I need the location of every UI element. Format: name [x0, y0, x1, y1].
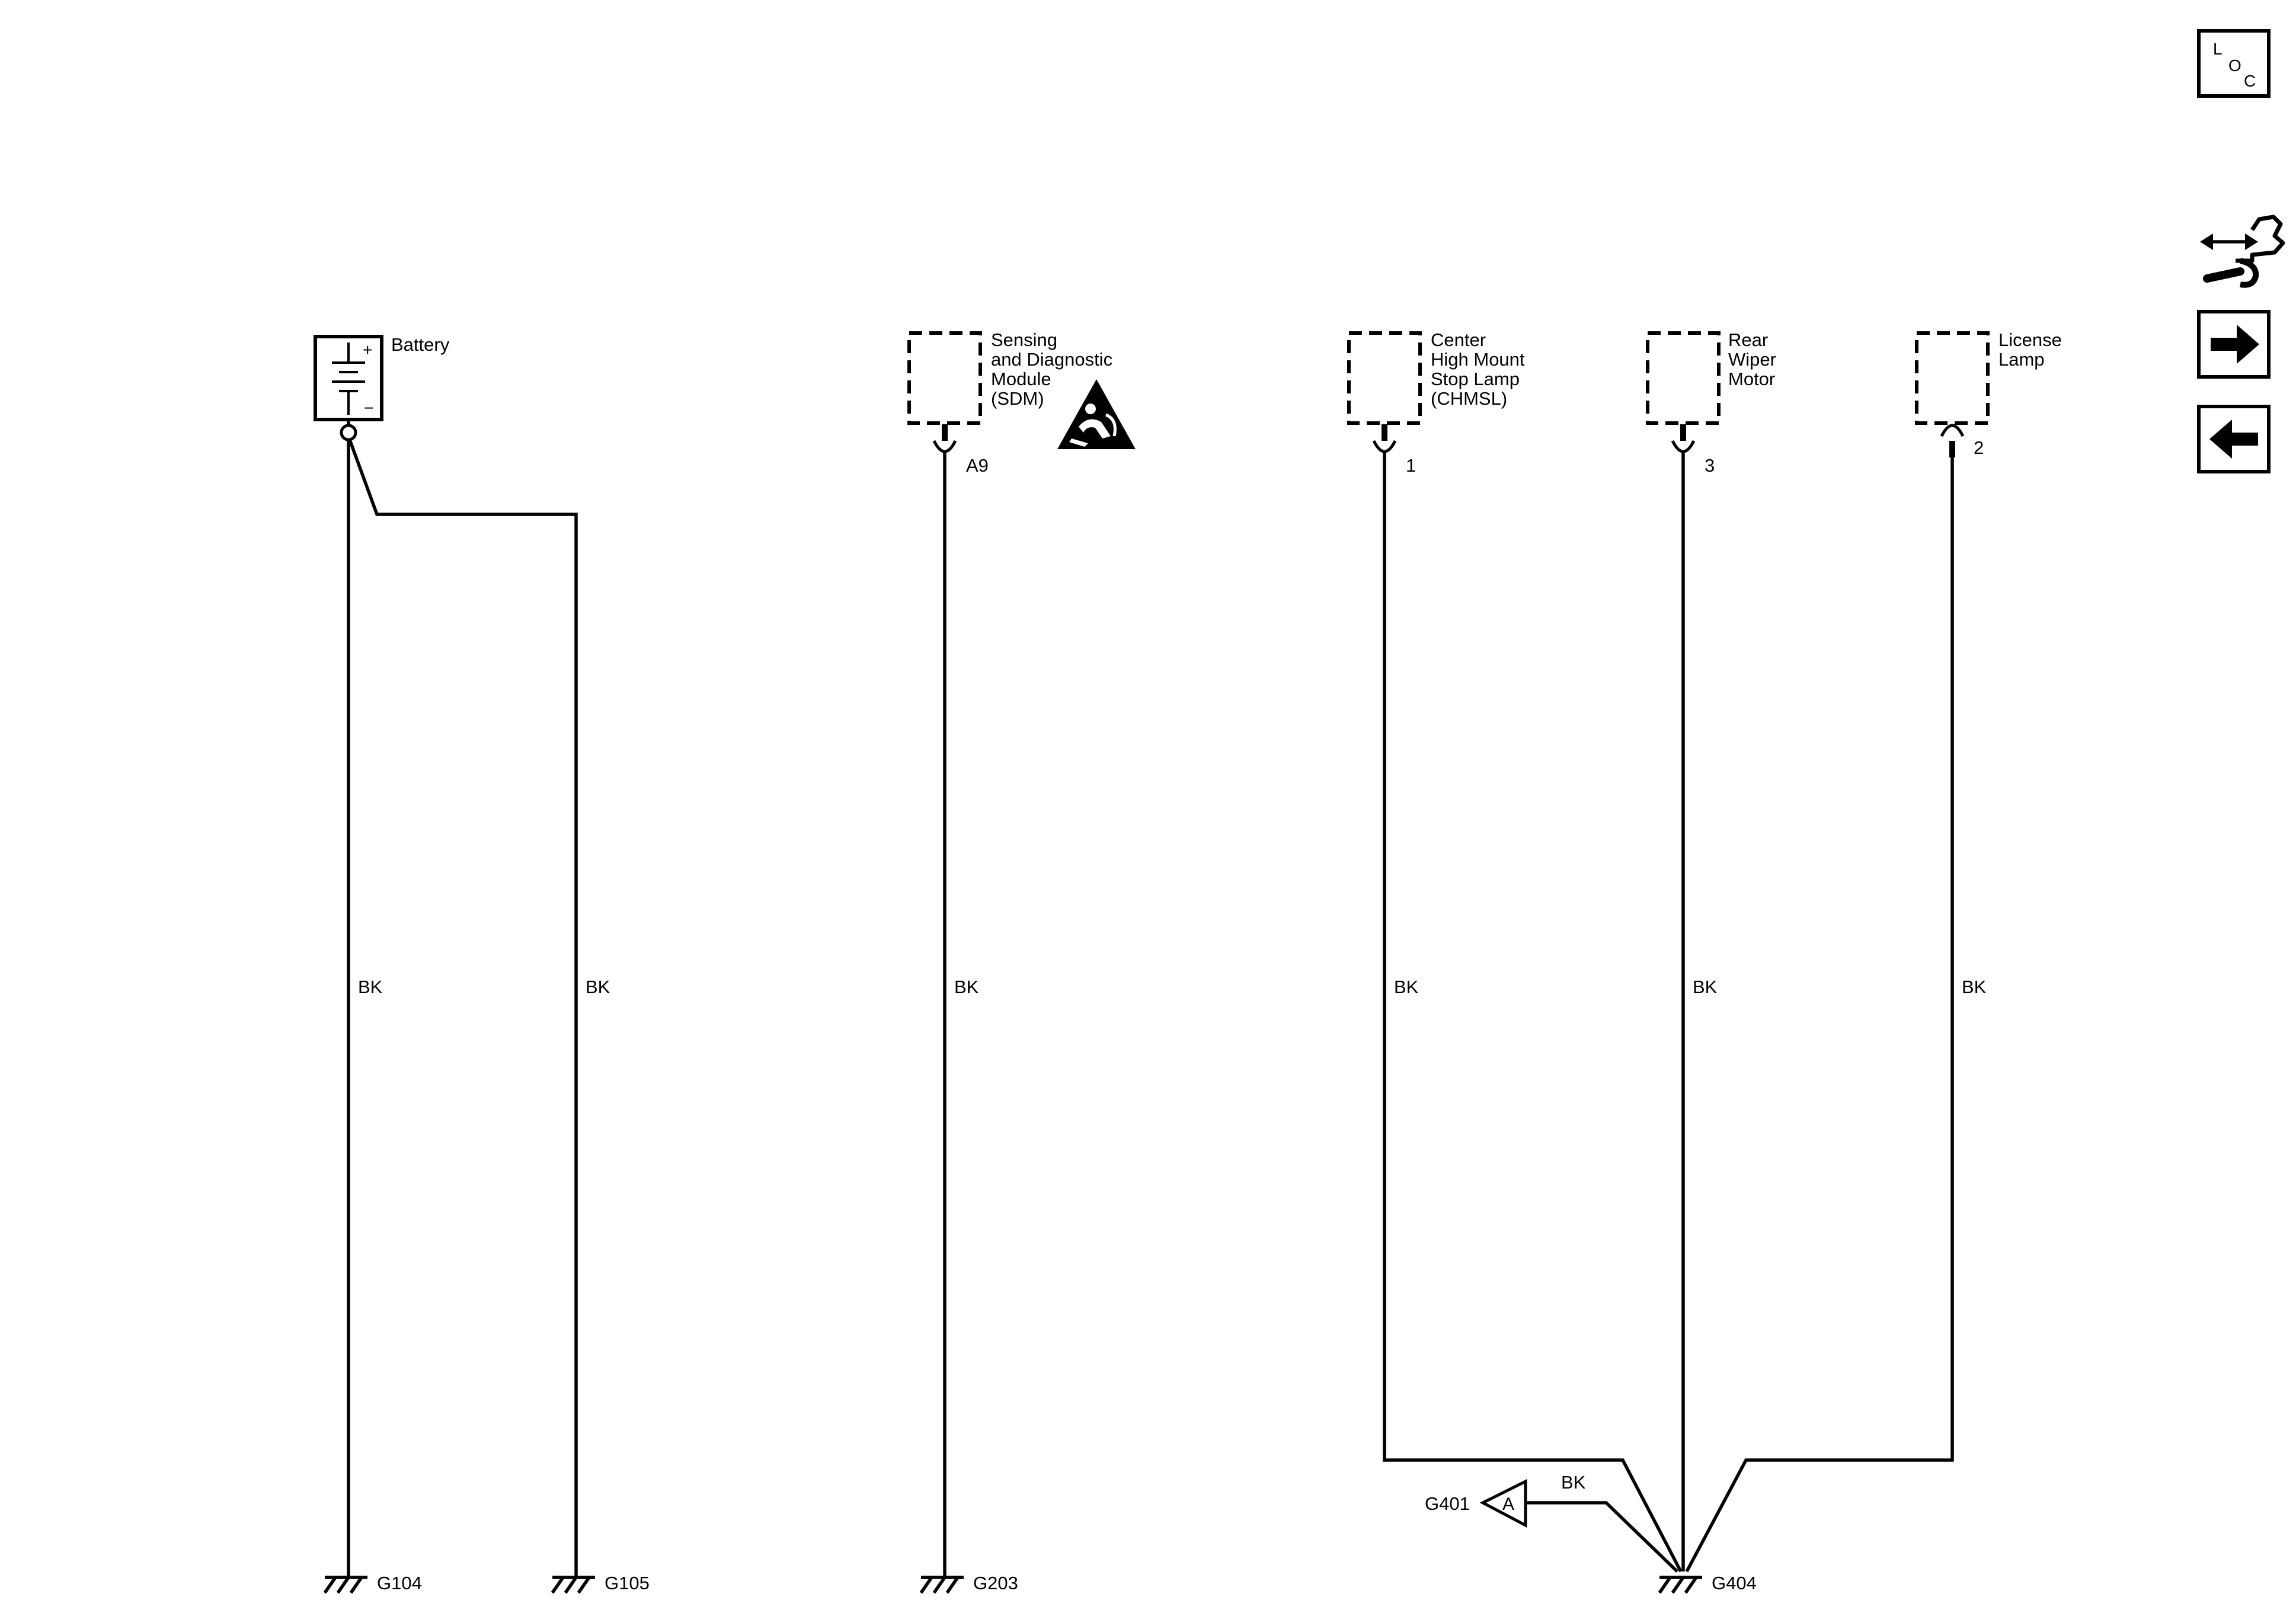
wire-color-label: BK	[1962, 977, 1987, 997]
sdm-label-line: Module	[991, 369, 1051, 389]
previous-page-button[interactable]	[2197, 405, 2271, 473]
chmsl-pin-connector	[1372, 424, 1397, 453]
next-page-button[interactable]	[2197, 310, 2271, 379]
license-lamp-label-line: Lamp	[1998, 349, 2045, 370]
loc-letter: C	[2244, 72, 2256, 90]
license-lamp-pin-label: 2	[1974, 437, 1984, 458]
chmsl-label-line: Stop Lamp	[1431, 369, 1520, 389]
loc-letter: O	[2228, 56, 2241, 75]
chmsl-label-line: High Mount	[1431, 349, 1525, 370]
sdm-component: Sensing and Diagnostic Module (SDM)	[907, 329, 1112, 425]
wire-battery-g105	[348, 439, 578, 1576]
loc-button[interactable]: L O C	[2197, 29, 2271, 98]
license-lamp-pin-connector	[1940, 424, 1965, 457]
ground-label-g401: G401	[1425, 1493, 1470, 1514]
ground-label-g404: G404	[1712, 1573, 1757, 1593]
battery-terminal	[340, 424, 357, 441]
ground-symbol-g104	[323, 1576, 367, 1594]
license-lamp-component: License Lamp	[1915, 329, 2062, 425]
arrow-left-icon	[2209, 420, 2258, 459]
rear-wiper-label-line: Motor	[1728, 369, 1775, 389]
battery-component: + − Battery	[314, 334, 450, 421]
chmsl-label-line: (CHMSL)	[1431, 388, 1507, 409]
battery-label: Battery	[391, 334, 450, 355]
ground-label-g105: G105	[605, 1573, 650, 1593]
battery-plus-label: +	[363, 341, 372, 359]
ground-symbol-g404	[1658, 1576, 1702, 1594]
g401-connector-ref: A	[1479, 1478, 1527, 1528]
battery-minus-label: −	[364, 399, 373, 417]
license-lamp-label-line: License	[1998, 329, 2062, 350]
wire-g401-link	[1527, 1501, 1678, 1573]
wire-chmsl-g404	[1383, 452, 1683, 1573]
chmsl-component: Center High Mount Stop Lamp (CHMSL)	[1347, 329, 1525, 425]
rear-wiper-pin-connector	[1671, 424, 1696, 453]
rear-wiper-component: Rear Wiper Motor	[1646, 329, 1776, 425]
connector-wrench-icon[interactable]	[2200, 215, 2285, 288]
ground-label-g203: G203	[973, 1573, 1018, 1593]
wire-color-label: BK	[954, 977, 979, 997]
sdm-pin-label: A9	[966, 455, 989, 476]
wire-color-label: BK	[1561, 1472, 1586, 1493]
chmsl-label-line: Center	[1431, 329, 1486, 350]
wire-color-label: BK	[586, 977, 610, 997]
sdm-label-line: (SDM)	[991, 388, 1044, 409]
loc-letter: L	[2213, 40, 2223, 58]
wire-color-label: BK	[1394, 977, 1419, 997]
rear-wiper-label-line: Rear	[1728, 329, 1768, 350]
connector-ref-letter: A	[1502, 1494, 1514, 1514]
chmsl-pin-label: 1	[1406, 455, 1416, 476]
ground-symbol-g105	[551, 1576, 595, 1594]
sdm-label-line: and Diagnostic	[991, 349, 1112, 370]
ground-label-g104: G104	[377, 1573, 422, 1593]
wire-color-label: BK	[1693, 977, 1718, 997]
airbag-warning-icon	[1057, 379, 1136, 449]
ground-symbol-g203	[919, 1576, 964, 1594]
wire-license-g404	[1685, 457, 1954, 1573]
arrow-right-icon	[2211, 325, 2259, 364]
sdm-label-line: Sensing	[991, 329, 1057, 350]
sdm-pin-connector	[932, 424, 957, 453]
wire-color-label: BK	[358, 977, 383, 997]
rear-wiper-pin-label: 3	[1705, 455, 1715, 476]
rear-wiper-label-line: Wiper	[1728, 349, 1776, 370]
